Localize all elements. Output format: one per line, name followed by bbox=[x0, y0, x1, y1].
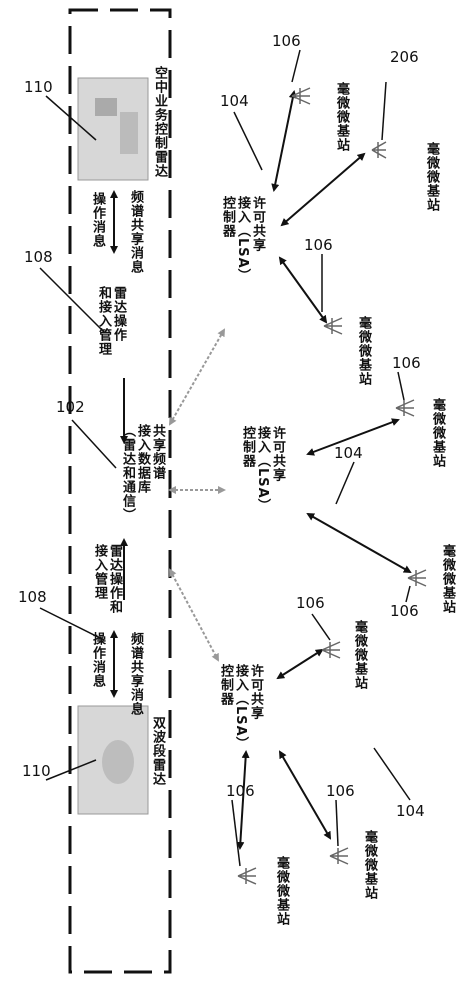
ref-106-7: 106 bbox=[326, 782, 355, 800]
ref-104-mid: 104 bbox=[334, 444, 363, 462]
lsa-controller-top: 许可共享 接入（LSA） 控制器 bbox=[220, 196, 265, 283]
spectrum-msg-top-label: 频谱共享消息 bbox=[128, 190, 143, 274]
femto-station-5: 毫微微基站 bbox=[440, 544, 455, 614]
ref-106-1: 106 bbox=[272, 32, 301, 50]
ref-106-2: 106 bbox=[304, 236, 333, 254]
ref-106-3: 106 bbox=[392, 354, 421, 372]
femto-station-2: 毫微微基站 bbox=[424, 142, 439, 212]
leader-lines bbox=[39, 49, 411, 867]
spectrum-database: 共享频谱 接入数据库 （雷达和通信） bbox=[120, 424, 165, 522]
ref-104-top: 104 bbox=[220, 92, 249, 110]
femto-station-7: 毫微微基站 bbox=[274, 856, 289, 926]
ops-msg-top-label: 操作消息 bbox=[90, 192, 105, 248]
ref-110-top: 110 bbox=[24, 78, 53, 96]
radar-bottom-label: 双波段雷达 bbox=[150, 716, 165, 786]
db-to-lsa-bot bbox=[169, 568, 219, 662]
femto-tower-icon bbox=[237, 87, 427, 885]
radar-ops-top-label: 雷达操作 和接入管理 bbox=[96, 286, 126, 356]
lsa-top-to-station-1 bbox=[271, 90, 297, 192]
lsa-mid-to-station-4 bbox=[306, 418, 400, 456]
lsa-top-to-station-2 bbox=[280, 152, 366, 227]
femto-station-1: 毫微微基站 bbox=[334, 82, 349, 152]
femto-station-6: 毫微微基站 bbox=[352, 620, 367, 690]
ref-106-5: 106 bbox=[296, 594, 325, 612]
db-to-lsa-top bbox=[169, 328, 225, 426]
ops-msg-bottom-label: 操作消息 bbox=[90, 632, 105, 688]
radar-top-image bbox=[77, 77, 149, 181]
ref-206: 206 bbox=[390, 48, 419, 66]
radar-top-label: 空中业务控制雷达 bbox=[152, 66, 167, 178]
femto-station-4: 毫微微基站 bbox=[430, 398, 445, 468]
ref-104-bottom: 104 bbox=[396, 802, 425, 820]
ref-110-bottom: 110 bbox=[22, 762, 51, 780]
ref-106-4: 106 bbox=[390, 602, 419, 620]
spectrum-msg-bottom-label: 频谱共享消息 bbox=[128, 632, 143, 716]
ref-106-6: 106 bbox=[226, 782, 255, 800]
ref-102: 102 bbox=[56, 398, 85, 416]
lsa-bot-to-station-8 bbox=[278, 750, 332, 840]
lsa-bot-to-station-7 bbox=[236, 750, 250, 850]
ref-108-top: 108 bbox=[24, 248, 53, 266]
lsa-controller-bottom: 许可共享 接入（LSA） 控制器 bbox=[218, 664, 263, 751]
lsa-top-to-station-3 bbox=[278, 256, 328, 324]
radar-ops-bottom-label: 雷达操作和 接入管理 bbox=[92, 544, 122, 614]
ref-108-bottom: 108 bbox=[18, 588, 47, 606]
femto-station-8: 毫微微基站 bbox=[362, 830, 377, 900]
radar-bottom-image bbox=[77, 705, 149, 815]
lsa-controller-mid: 许可共享 接入（LSA） 控制器 bbox=[240, 426, 285, 513]
lsa-bot-to-station-6 bbox=[276, 648, 324, 680]
lsa-mid-to-station-5 bbox=[306, 513, 412, 573]
femto-station-3: 毫微微基站 bbox=[356, 316, 371, 386]
